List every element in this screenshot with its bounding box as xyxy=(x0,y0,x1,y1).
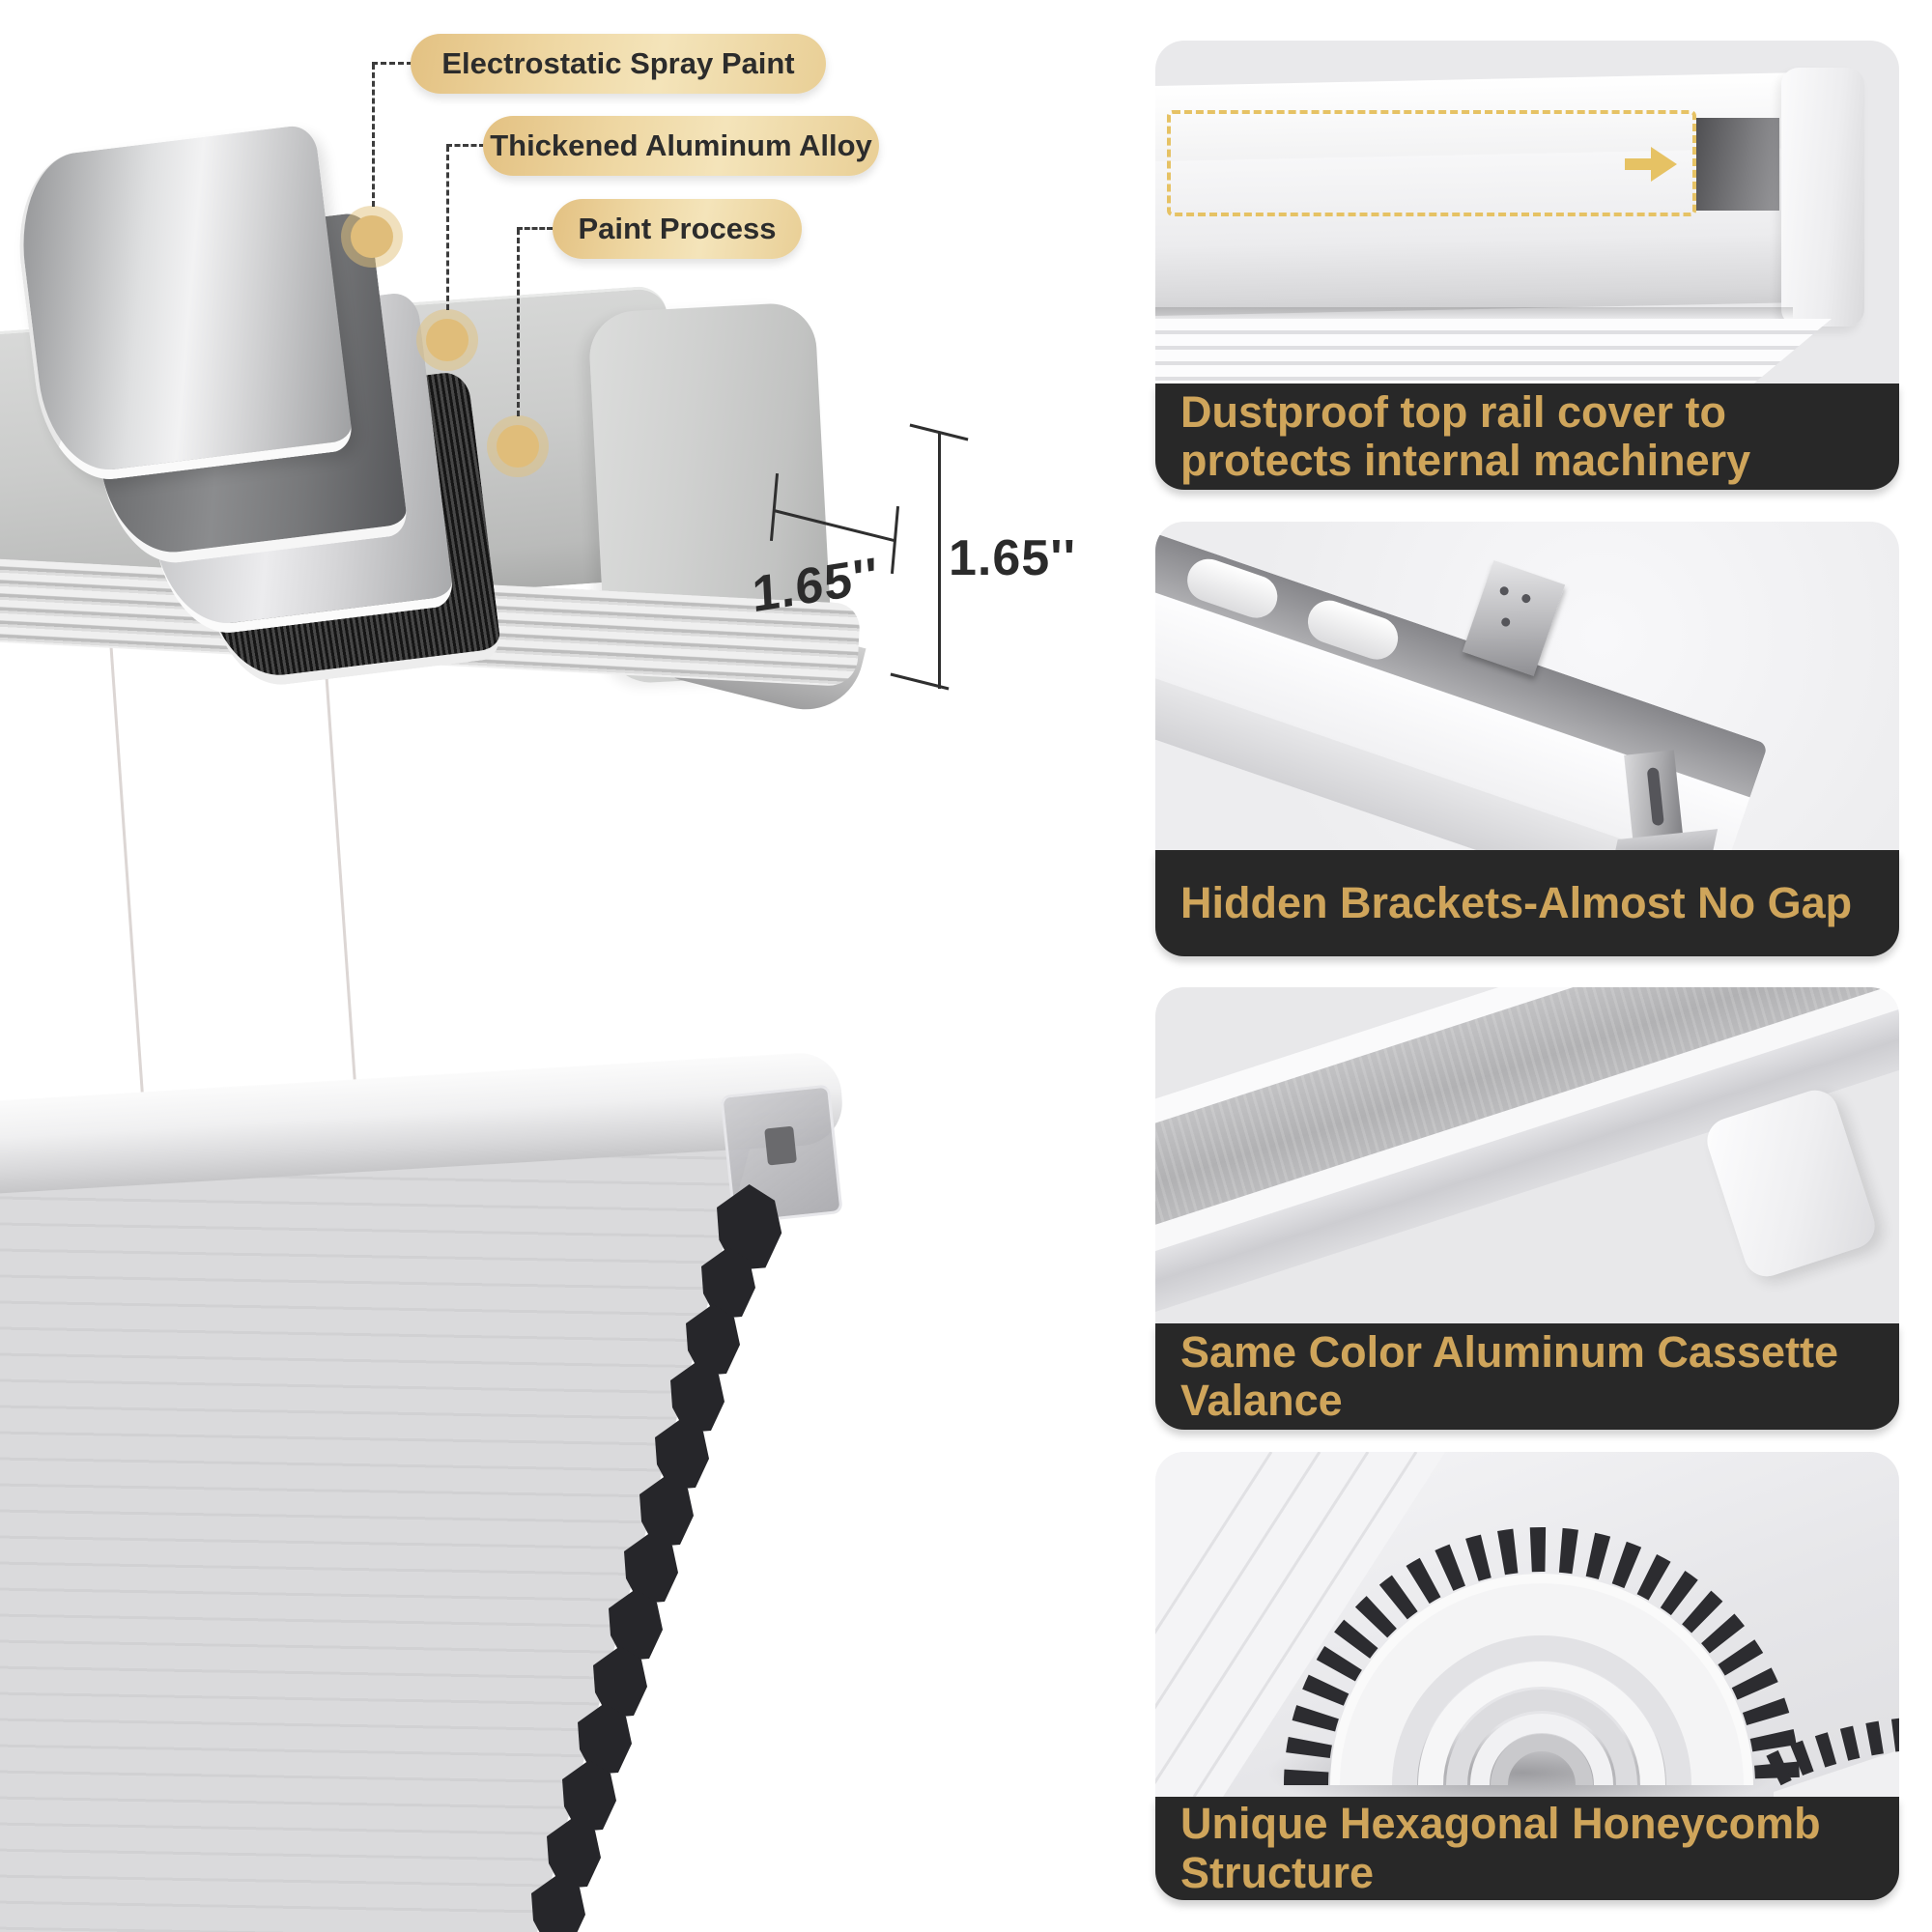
callout-thickened-aluminum-alloy: Thickened Aluminum Alloy xyxy=(483,116,879,176)
callout-connector xyxy=(372,64,375,207)
callout-label: Electrostatic Spray Paint xyxy=(441,46,795,80)
caption-line: Structure xyxy=(1180,1847,1375,1897)
photo-cassette-valance xyxy=(1155,987,1899,1323)
callout-connector xyxy=(372,62,412,65)
height-dimension-label: 1.65'' xyxy=(949,530,1076,586)
callout-connector xyxy=(517,229,520,416)
rail-endcap xyxy=(1781,68,1864,327)
exploded-headrail-diagram: Electrostatic Spray Paint Thickened Alum… xyxy=(0,34,1076,1932)
feature-caption: Dustproof top rail cover to protects int… xyxy=(1155,384,1899,490)
rail-open-slot xyxy=(1696,118,1779,211)
caption-line: protects internal machinery xyxy=(1180,436,1751,485)
caption-line: Hidden Brackets-Almost No Gap xyxy=(1180,877,1853,927)
loose-l-bracket xyxy=(1603,747,1722,850)
callout-label: Paint Process xyxy=(578,212,777,245)
arrow-right-icon xyxy=(1625,147,1679,182)
callout-electrostatic-spray-paint: Electrostatic Spray Paint xyxy=(411,34,826,94)
lift-cord xyxy=(322,627,357,1095)
feature-caption: Hidden Brackets-Almost No Gap xyxy=(1155,850,1899,956)
callout-connector xyxy=(446,146,449,310)
feature-caption: Same Color Aluminum Cassette Valance xyxy=(1155,1323,1899,1430)
clip-hole xyxy=(764,1125,797,1166)
caption-line: Unique Hexagonal Honeycomb xyxy=(1180,1799,1821,1849)
photo-hidden-brackets xyxy=(1155,522,1899,850)
feature-panel-dustproof: Dustproof top rail cover to protects int… xyxy=(1155,41,1899,490)
callout-paint-process: Paint Process xyxy=(553,199,802,259)
paint-layer-sheet xyxy=(8,123,355,488)
photo-honeycomb-structure xyxy=(1155,1452,1899,1797)
lift-cord xyxy=(108,625,145,1108)
feature-caption: Unique Hexagonal Honeycomb Structure xyxy=(1155,1797,1899,1900)
caption-line: Valance xyxy=(1180,1376,1343,1425)
caption-line: Same Color Aluminum Cassette xyxy=(1180,1326,1838,1377)
cord-clip xyxy=(720,1084,843,1225)
honeycomb-fabric-panel xyxy=(0,1135,754,1932)
feature-panel-hidden-brackets: Hidden Brackets-Almost No Gap xyxy=(1155,522,1899,956)
rail-shadow xyxy=(1155,307,1793,319)
callout-connector xyxy=(446,144,485,147)
feature-panel-column: Dustproof top rail cover to protects int… xyxy=(1155,41,1899,1931)
honeycomb-arch-illustration xyxy=(1155,1452,1899,1797)
circle-marker-icon xyxy=(351,215,393,258)
circle-marker-icon xyxy=(426,319,469,361)
sliding-cover-outline xyxy=(1167,110,1696,216)
dimension-line xyxy=(938,432,941,689)
feature-panel-cassette-valance: Same Color Aluminum Cassette Valance xyxy=(1155,987,1899,1430)
photo-dustproof-top-rail xyxy=(1155,41,1899,384)
pleated-shade-stack xyxy=(1155,319,1832,384)
circle-marker-icon xyxy=(497,425,539,468)
feature-panel-honeycomb: Unique Hexagonal Honeycomb Structure xyxy=(1155,1452,1899,1900)
callout-connector xyxy=(517,227,553,230)
caption-line: Dustproof top rail cover to xyxy=(1180,386,1727,437)
callout-label: Thickened Aluminum Alloy xyxy=(490,128,872,162)
